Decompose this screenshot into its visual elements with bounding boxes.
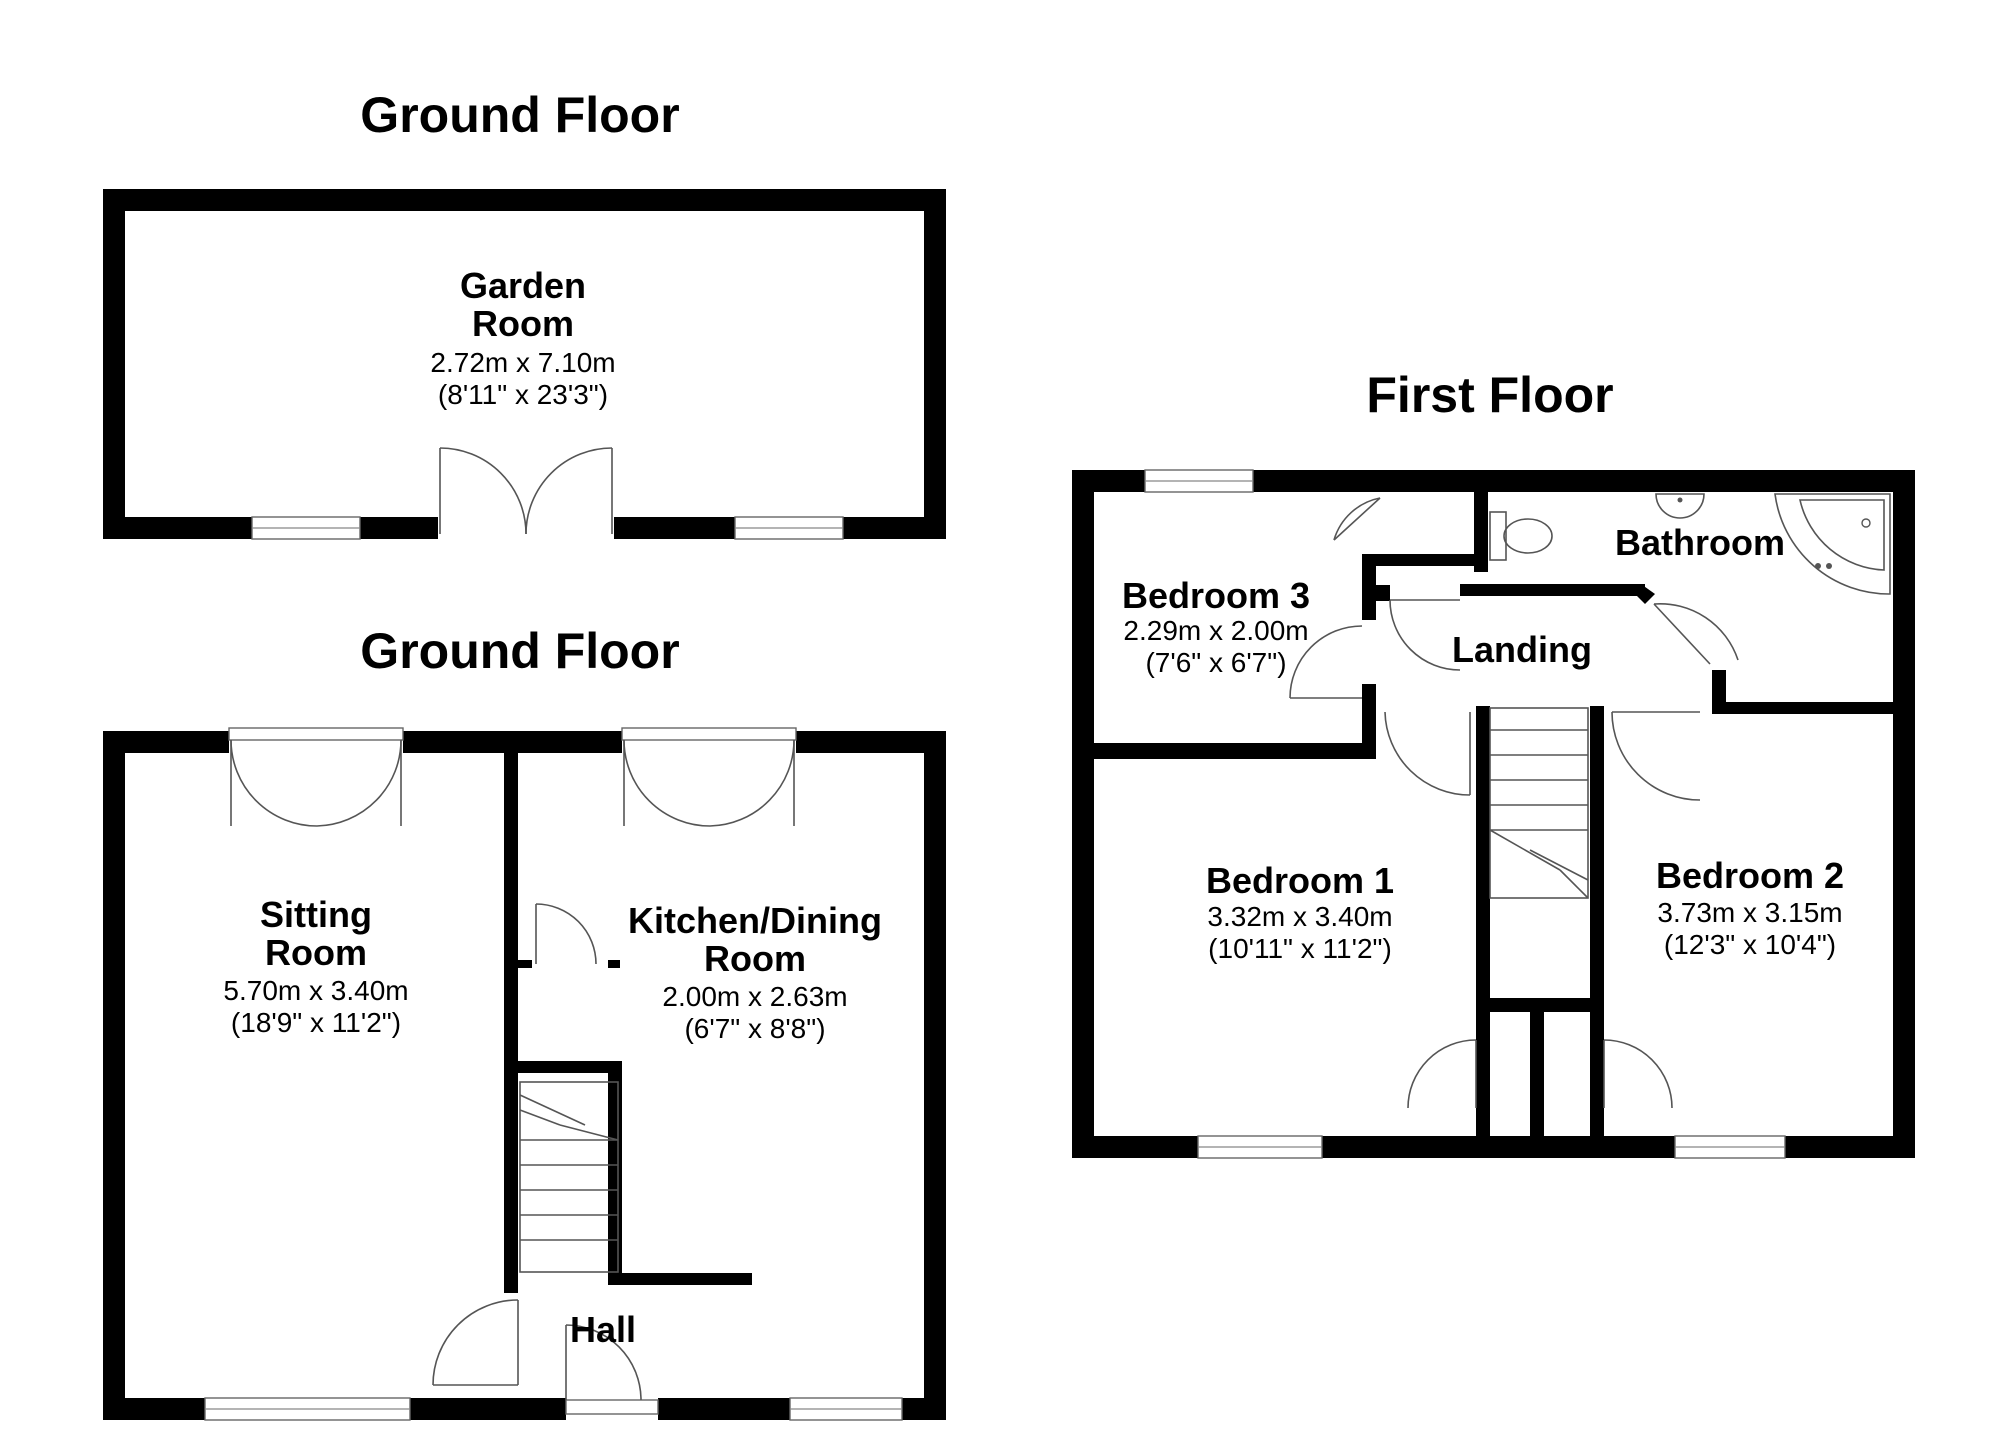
- bedroom-2-imperial: (12'3" x 10'4"): [1664, 929, 1836, 960]
- bedroom-1-label: Bedroom 1 3.32m x 3.40m (10'11" x 11'2"): [1206, 860, 1394, 964]
- garden-room-name-line1: Garden: [460, 265, 586, 306]
- bathroom-label: Bathroom: [1615, 522, 1785, 563]
- bedroom-3-window: [1144, 469, 1254, 493]
- kitchen-dining-metric: 2.00m x 2.63m: [662, 981, 847, 1012]
- basin-icon: [1655, 493, 1705, 519]
- ground-floor-heading-outbuilding: Ground Floor: [360, 87, 679, 143]
- bedroom-2-door: [1611, 711, 1701, 801]
- first-floor-house: [1072, 469, 1915, 1159]
- garden-room-window-left: [251, 516, 361, 540]
- bedroom-1-cupboard-door: [1407, 1039, 1477, 1109]
- kitchen-dining-name-line2: Room: [704, 938, 806, 979]
- sitting-room-name-line1: Sitting: [260, 894, 372, 935]
- sitting-room-label: Sitting Room 5.70m x 3.40m (18'9" x 11'2…: [223, 894, 408, 1038]
- sitting-room-name-line2: Room: [265, 932, 367, 973]
- hall-door: [432, 1299, 519, 1386]
- garden-room-name-line2: Room: [472, 303, 574, 344]
- bedroom-1-door: [1384, 711, 1471, 796]
- garden-room-double-door: [439, 447, 613, 535]
- bedroom-3-name: Bedroom 3: [1122, 575, 1310, 616]
- ground-floor-house: [103, 726, 946, 1424]
- hall-label: Hall: [570, 1309, 636, 1350]
- bedroom-2-window: [1674, 1135, 1786, 1159]
- bedroom-3-door: [1289, 625, 1363, 699]
- kitchen-cupboard-door: [535, 903, 597, 965]
- bedroom-2-label: Bedroom 2 3.73m x 3.15m (12'3" x 10'4"): [1656, 855, 1844, 960]
- front-door: [565, 1324, 659, 1415]
- bedroom-3-label: Bedroom 3 2.29m x 2.00m (7'6" x 6'7"): [1122, 575, 1310, 678]
- garden-room-window-right: [734, 516, 844, 540]
- kitchen-dining-imperial: (6'7" x 8'8"): [684, 1013, 825, 1044]
- bedroom-2-cupboard-door: [1603, 1039, 1673, 1109]
- sitting-room-imperial: (18'9" x 11'2"): [231, 1007, 401, 1038]
- bedroom-1-name: Bedroom 1: [1206, 860, 1394, 901]
- corner-bath-icon: [1774, 493, 1891, 595]
- sitting-room-metric: 5.70m x 3.40m: [223, 975, 408, 1006]
- kitchen-dining-name-line1: Kitchen/Dining: [628, 900, 882, 941]
- bedroom-2-metric: 3.73m x 3.15m: [1657, 897, 1842, 928]
- bedroom-1-imperial: (10'11" x 11'2"): [1208, 933, 1392, 964]
- kitchen-dining-label: Kitchen/Dining Room 2.00m x 2.63m (6'7" …: [628, 900, 882, 1044]
- bedroom-3-metric: 2.29m x 2.00m: [1123, 615, 1308, 646]
- bedroom-1-window: [1197, 1135, 1323, 1159]
- garden-room-label: Garden Room 2.72m x 7.10m (8'11" x 23'3"…: [430, 265, 615, 410]
- bathroom-door: [1653, 602, 1739, 665]
- landing-cupboard-door: [1389, 599, 1461, 671]
- first-floor-heading: First Floor: [1366, 367, 1613, 423]
- kitchen-window: [789, 1397, 903, 1421]
- kitchen-double-door: [621, 727, 797, 827]
- ground-floor-stairs: [519, 1081, 619, 1273]
- ground-floor-heading-house: Ground Floor: [360, 623, 679, 679]
- sitting-room-double-door: [228, 727, 404, 827]
- garden-room-metric: 2.72m x 7.10m: [430, 347, 615, 378]
- garden-room-imperial: (8'11" x 23'3"): [438, 379, 608, 410]
- bedroom-3-cupboard-door: [1333, 497, 1381, 541]
- bedroom-1-metric: 3.32m x 3.40m: [1207, 901, 1392, 932]
- first-floor-stairs: [1489, 707, 1589, 899]
- bedroom-2-name: Bedroom 2: [1656, 855, 1844, 896]
- bedroom-3-imperial: (7'6" x 6'7"): [1145, 647, 1286, 678]
- garden-room-building: [103, 189, 946, 546]
- toilet-icon: [1489, 511, 1553, 561]
- landing-label: Landing: [1452, 629, 1592, 670]
- sitting-room-window: [204, 1397, 411, 1421]
